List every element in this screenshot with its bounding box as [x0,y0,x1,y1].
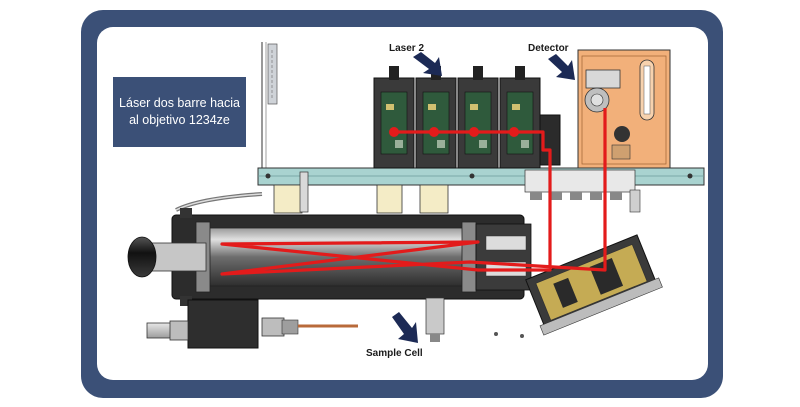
callout-box: Láser dos barre hacia al objetivo 1234ze [113,77,246,147]
laser-beam-dots [389,127,519,137]
sample-cell [127,208,532,306]
cable [175,192,263,212]
sample-cell-arrow-icon [392,312,418,343]
laser-beam-path [220,108,607,276]
laser-arrow-icon [413,52,442,76]
mounting-plate [257,167,705,186]
laser-label: Laser 2 [389,43,425,54]
standoffs [273,171,449,214]
enclosure-wall [261,42,278,170]
connectors [524,169,641,213]
detector-label: Detector [528,43,569,54]
laser-modules [373,66,561,169]
detector-block [577,49,671,169]
callout-text: Láser dos barre hacia al objetivo 1234ze [119,96,240,127]
detector-arrow-icon [548,54,575,80]
sample-cell-label: Sample Cell [366,348,423,359]
bottom-bracket [146,297,524,349]
mirror-housing [525,234,663,336]
